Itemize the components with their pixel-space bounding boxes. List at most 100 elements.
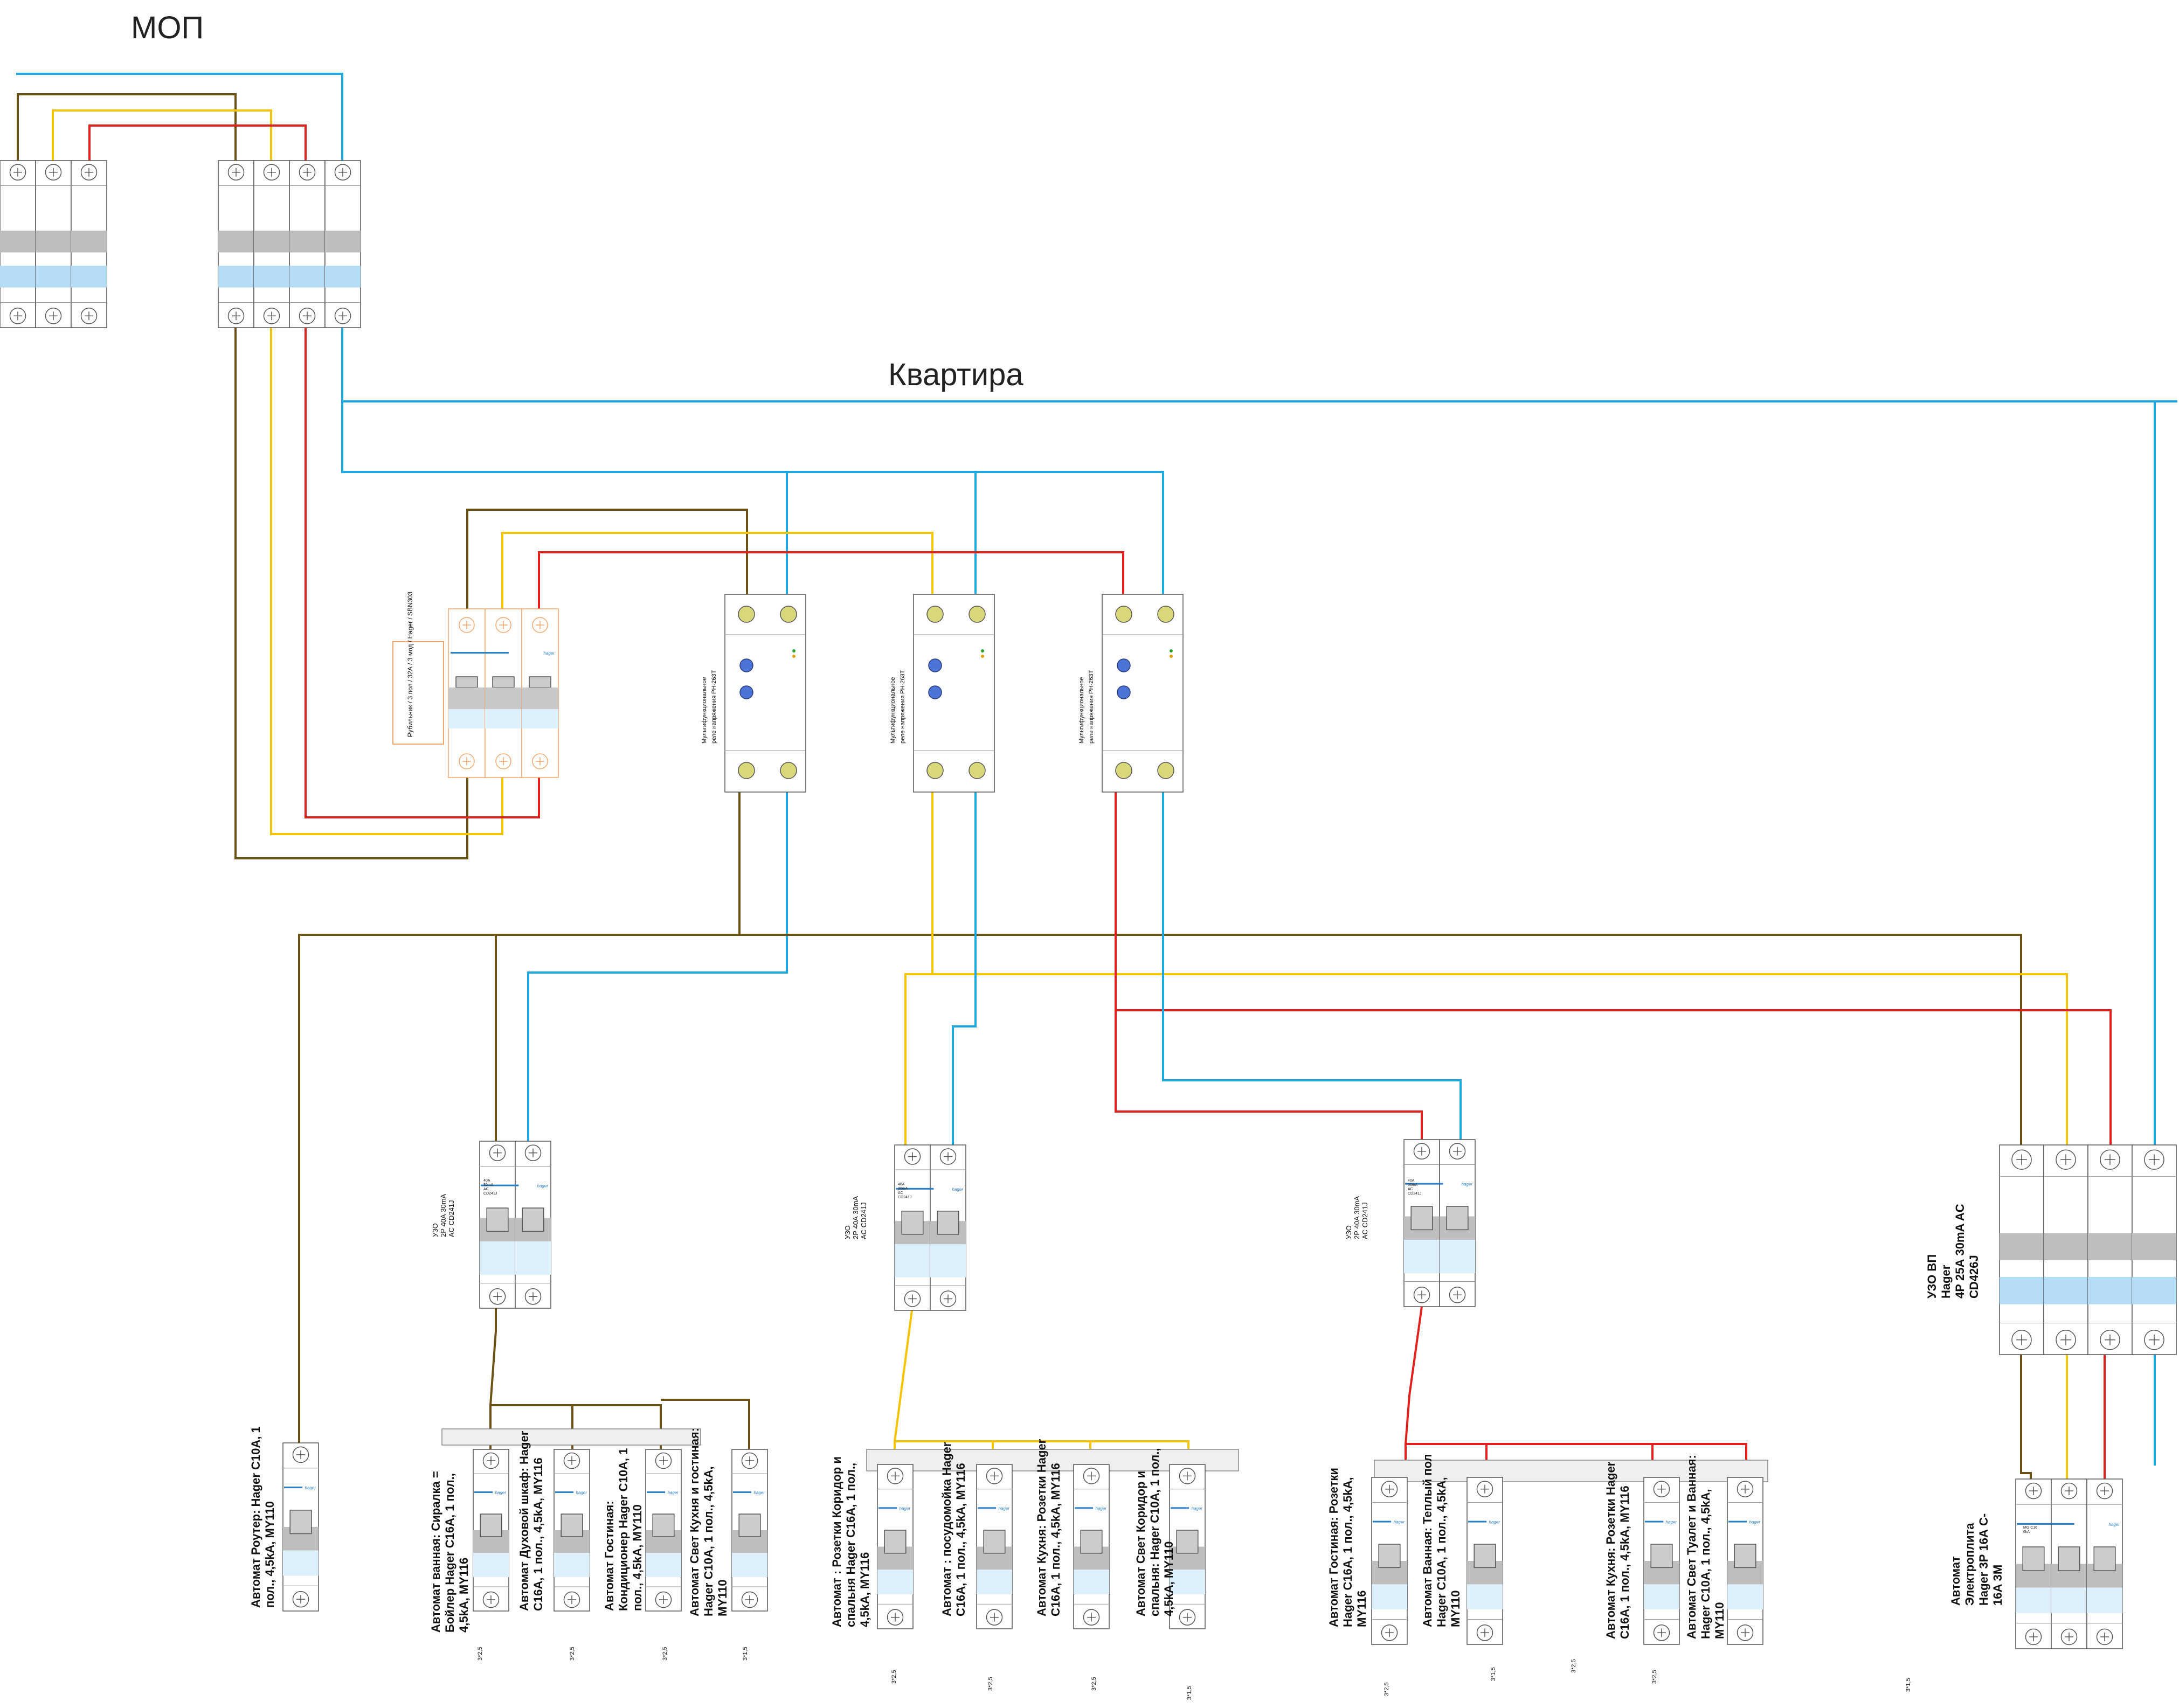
breaker-8-pole-1-lever	[1080, 1530, 1103, 1554]
rcd-2-model: AC CD241J	[860, 1202, 868, 1239]
rcd-3-spec: 2Р 40А 30mA	[1353, 1196, 1361, 1239]
rcd-2-pole-1-lever	[901, 1211, 924, 1235]
wire-yellow-bus	[904, 973, 2068, 1145]
rcd-1-pole-1-lever	[486, 1207, 509, 1232]
rcd-3-pole-2-lever	[1446, 1206, 1469, 1231]
breaker-13-stripe	[1728, 1520, 1747, 1523]
rcd-2-stripe	[896, 1188, 934, 1190]
switch-pole-2-lever	[492, 676, 515, 688]
breaker-14-face-tag: MG C16 6kA	[2023, 1526, 2038, 1534]
breaker-3-stripe	[555, 1491, 574, 1493]
breaker-1-stripe	[284, 1487, 303, 1489]
breaker-10-label-line2: Hager C16A, 1 пол., 4,5kA,	[1341, 1477, 1354, 1627]
breaker-13-label-line1: Автомат Свет Туалет и Ванная:	[1685, 1455, 1698, 1639]
breaker-4-pole-1-blue-band	[646, 1553, 681, 1577]
relay-1-body	[724, 594, 806, 793]
wire-mop-neutral	[16, 73, 343, 161]
cable-label-12: 3*2,5	[1651, 1670, 1658, 1684]
zone-title-mop: МОП	[131, 10, 204, 45]
rcd-stove-pole-3-blue-band	[2088, 1277, 2132, 1304]
breaker-14-pole-3-lever	[2093, 1546, 2116, 1571]
cable-label-5: 3*1,5	[742, 1647, 749, 1661]
breaker-7-label-line1: Автомат : посудомойка Hager	[940, 1442, 953, 1616]
breaker-4-label-line3: пол., 4,5kA, MY110	[631, 1504, 644, 1611]
relay-2-label-line2: реле напряжения РН-263Т	[900, 670, 906, 744]
breaker-6-label-line2: спальня Hager C16A, 1 пол.,	[844, 1462, 857, 1627]
breaker-5-label-line3: MY110	[716, 1579, 729, 1617]
relay-1-led-yellow	[792, 655, 795, 658]
breaker-14-pole-2-lever	[2058, 1546, 2080, 1571]
breaker-11-label-line2: Hager C10A, 1 пол., 4,5kA,	[1435, 1477, 1448, 1627]
cable-label-loose: 3*2,5	[1571, 1659, 1577, 1673]
relay-3-knob-2	[1117, 685, 1131, 699]
cable-label-6: 3*2,5	[891, 1670, 897, 1684]
rcd-stove-pole-1-grey-band	[2000, 1233, 2044, 1260]
rcd-3-pole-1-blue-band	[1404, 1240, 1440, 1273]
relay-2-terminal-1	[926, 606, 944, 623]
wires-layer	[16, 73, 2177, 1479]
breaker-10-label-line3: MY116	[1355, 1590, 1368, 1628]
breaker-8-stripe	[1075, 1507, 1094, 1509]
cable-label-3: 3*2,5	[569, 1647, 576, 1661]
devices-layer: hager hager hager hager hager hager hager hager…	[0, 160, 2177, 1649]
rcd-1-pole-2-blue-band	[515, 1241, 551, 1275]
breaker-10-stripe	[1373, 1520, 1392, 1523]
relay-2-terminal-2	[969, 606, 986, 623]
rcd-stove-line4: CD426J	[1967, 1255, 1981, 1299]
cable-label-10: 3*2,5	[1384, 1682, 1390, 1696]
breaker-12-label-line1: Автомат Кухня: Розетки Hager	[1604, 1461, 1617, 1639]
din-rail-3	[1374, 1460, 1768, 1482]
breaker-11-pole-1-blue-band	[1467, 1584, 1503, 1609]
breaker-5-brand: hager	[754, 1490, 765, 1495]
breaker-14-label-line4: 16A 3M	[1991, 1564, 2004, 1606]
rcd-stove-pole-4-grey-band	[2132, 1233, 2176, 1260]
breaker-6-pole-1-lever	[884, 1530, 907, 1554]
rcd-stove-line3: 4Р 25А 30mA AC	[1953, 1204, 1967, 1299]
rcd-3-title: УЗО	[1345, 1225, 1353, 1239]
switch-pole-2-grey-band	[485, 688, 522, 709]
breaker-9-label-line3: 4,5kA, MY110	[1162, 1541, 1175, 1616]
switch-pole-2-blue-band	[485, 709, 522, 728]
rcd-3-face-tag: 40A 30mA AC CD241J	[1408, 1179, 1422, 1196]
rcd-3-brand: hager	[1462, 1182, 1473, 1187]
rcd-1-face-tag: 40A 30mA AC CD241J	[483, 1179, 497, 1196]
breaker-14-label-line3: Hager 3Р 16А C-	[1977, 1513, 1990, 1606]
relay-1-terminal-3	[738, 762, 755, 779]
breaker-8-pole-1-blue-band	[1074, 1570, 1109, 1594]
breaker-3-brand: hager	[576, 1490, 587, 1495]
relay-2-body	[913, 594, 995, 793]
relay-3-label-line1: Мультифункциональное	[1078, 677, 1085, 744]
breaker-11-stripe	[1468, 1520, 1487, 1523]
breaker-9-brand: hager	[1192, 1506, 1203, 1511]
breaker-2-label-line2: Бойлер Hager C16A, 1 пол.,	[443, 1473, 456, 1633]
relay-3-body	[1102, 594, 1184, 793]
rcd-2-brand: hager	[952, 1187, 964, 1192]
rcd-1-brand: hager	[537, 1184, 549, 1189]
breaker-7-label-line2: C16A, 1 пол., 4,5kA, MY116	[954, 1463, 967, 1616]
relay-3-terminal-3	[1115, 762, 1132, 779]
switch-pole-1-lever	[455, 676, 478, 688]
wire-rcd-3-down	[1405, 1306, 1423, 1477]
breaker-14-pole-1-lever	[2022, 1546, 2045, 1571]
breaker-6-label-line3: 4,5kA, MY116	[858, 1552, 871, 1627]
switch-pole-3-lever	[529, 676, 551, 688]
breaker-1-brand: hager	[305, 1485, 316, 1490]
wire-group-1-c	[661, 1399, 750, 1449]
relay-2-led-green	[981, 649, 984, 652]
mop-breaker-3p-pole-2-blue-band	[36, 266, 71, 288]
breaker-1-pole-1-lever	[289, 1510, 312, 1535]
breaker-5-label-line2: Hager C10A, 1 пол., 4,5kA,	[702, 1466, 715, 1616]
wire-relay-1-out-n	[527, 792, 788, 1141]
rcd-stove-pole-2-blue-band	[2044, 1277, 2088, 1304]
breaker-14-pole-2-blue-band	[2051, 1587, 2087, 1613]
breaker-8-brand: hager	[1096, 1506, 1107, 1511]
rcd-2-pole-2-lever	[937, 1211, 959, 1235]
cable-label-8: 3*2,5	[1091, 1677, 1097, 1691]
rcd-2-title: УЗО	[843, 1225, 852, 1239]
cable-label-11: 3*1,5	[1490, 1667, 1497, 1681]
breaker-12-stripe	[1645, 1520, 1664, 1523]
relay-3-terminal-2	[1157, 606, 1174, 623]
breaker-10-pole-1-lever	[1378, 1544, 1401, 1568]
rcd-3-pole-2-blue-band	[1440, 1240, 1475, 1273]
